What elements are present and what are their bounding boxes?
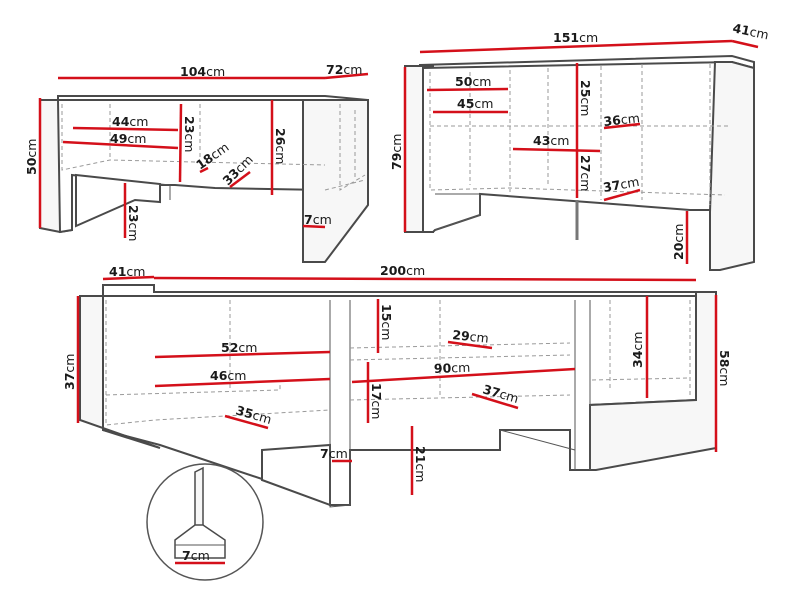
dim-tv-height-front: 37cm [62, 354, 77, 390]
dim-coffee-compartment-right: 26cm [273, 128, 288, 164]
dim-coffee-compartment-left: 23cm [182, 116, 197, 152]
dim-sideboard-width: 151cm [553, 30, 598, 45]
coffee-table-dimensions: 104cm 72cm 50cm 44cm 49cm 23cm 26cm 18cm… [24, 62, 369, 241]
dim-tv-middle-height: 17cm [369, 383, 384, 419]
dim-tv-left-depth: 35cm [234, 402, 273, 426]
dim-tv-depth: 41cm [109, 264, 145, 279]
tv-stand-dimensions: 41cm 200cm 37cm 58cm 52cm 46cm 35cm 15cm… [62, 263, 732, 495]
dim-sideboard-height: 79cm [389, 134, 404, 170]
dim-sideboard-left-bottom: 45cm [457, 96, 493, 111]
dim-sideboard-lower-height: 27cm [578, 155, 593, 191]
dim-tv-lower-depth: 37cm [481, 381, 520, 405]
dim-sideboard-right-top: 36cm [603, 110, 641, 129]
dim-tv-height-total: 58cm [717, 350, 732, 386]
panel-detail-inset: 7cm [146, 463, 264, 581]
dim-tv-width: 200cm [380, 263, 425, 278]
dim-tv-top-gap: 15cm [379, 304, 394, 340]
dim-tv-leg-thickness: 7cm [320, 446, 348, 461]
dim-coffee-leg: 7cm [304, 212, 332, 227]
dim-coffee-depth: 72cm [326, 62, 362, 77]
tv-stand-drawing [79, 284, 717, 508]
dim-tv-left-top: 52cm [221, 340, 257, 355]
dim-tv-right-height: 34cm [630, 332, 645, 368]
dim-sideboard-right-bottom: 37cm [602, 174, 641, 195]
sideboard-dimensions: 151cm 41cm 79cm 50cm 45cm 25cm 27cm 43cm… [389, 20, 770, 264]
dim-coffee-height: 50cm [24, 139, 39, 175]
dim-sideboard-leg: 20cm [671, 224, 686, 260]
dim-sideboard-middle-width: 43cm [533, 133, 569, 148]
dim-tv-middle-width: 90cm [434, 360, 471, 376]
dim-tv-left-bottom: 46cm [210, 368, 246, 383]
dim-sideboard-left-top: 50cm [455, 74, 491, 89]
dim-sideboard-depth: 41cm [731, 20, 770, 42]
dim-sideboard-upper-height: 25cm [578, 80, 593, 116]
dim-coffee-shelf-top: 44cm [112, 114, 148, 129]
dim-tv-leg-height: 21cm [413, 446, 428, 482]
dim-tv-middle-shelf-depth: 29cm [452, 327, 490, 346]
dim-detail-panel-thickness: 7cm [182, 548, 210, 563]
dim-coffee-shelf-bottom: 49cm [110, 131, 146, 146]
coffee-table-drawing [39, 95, 369, 263]
dim-coffee-clearance: 23cm [126, 205, 141, 241]
dim-coffee-width: 104cm [180, 64, 225, 79]
